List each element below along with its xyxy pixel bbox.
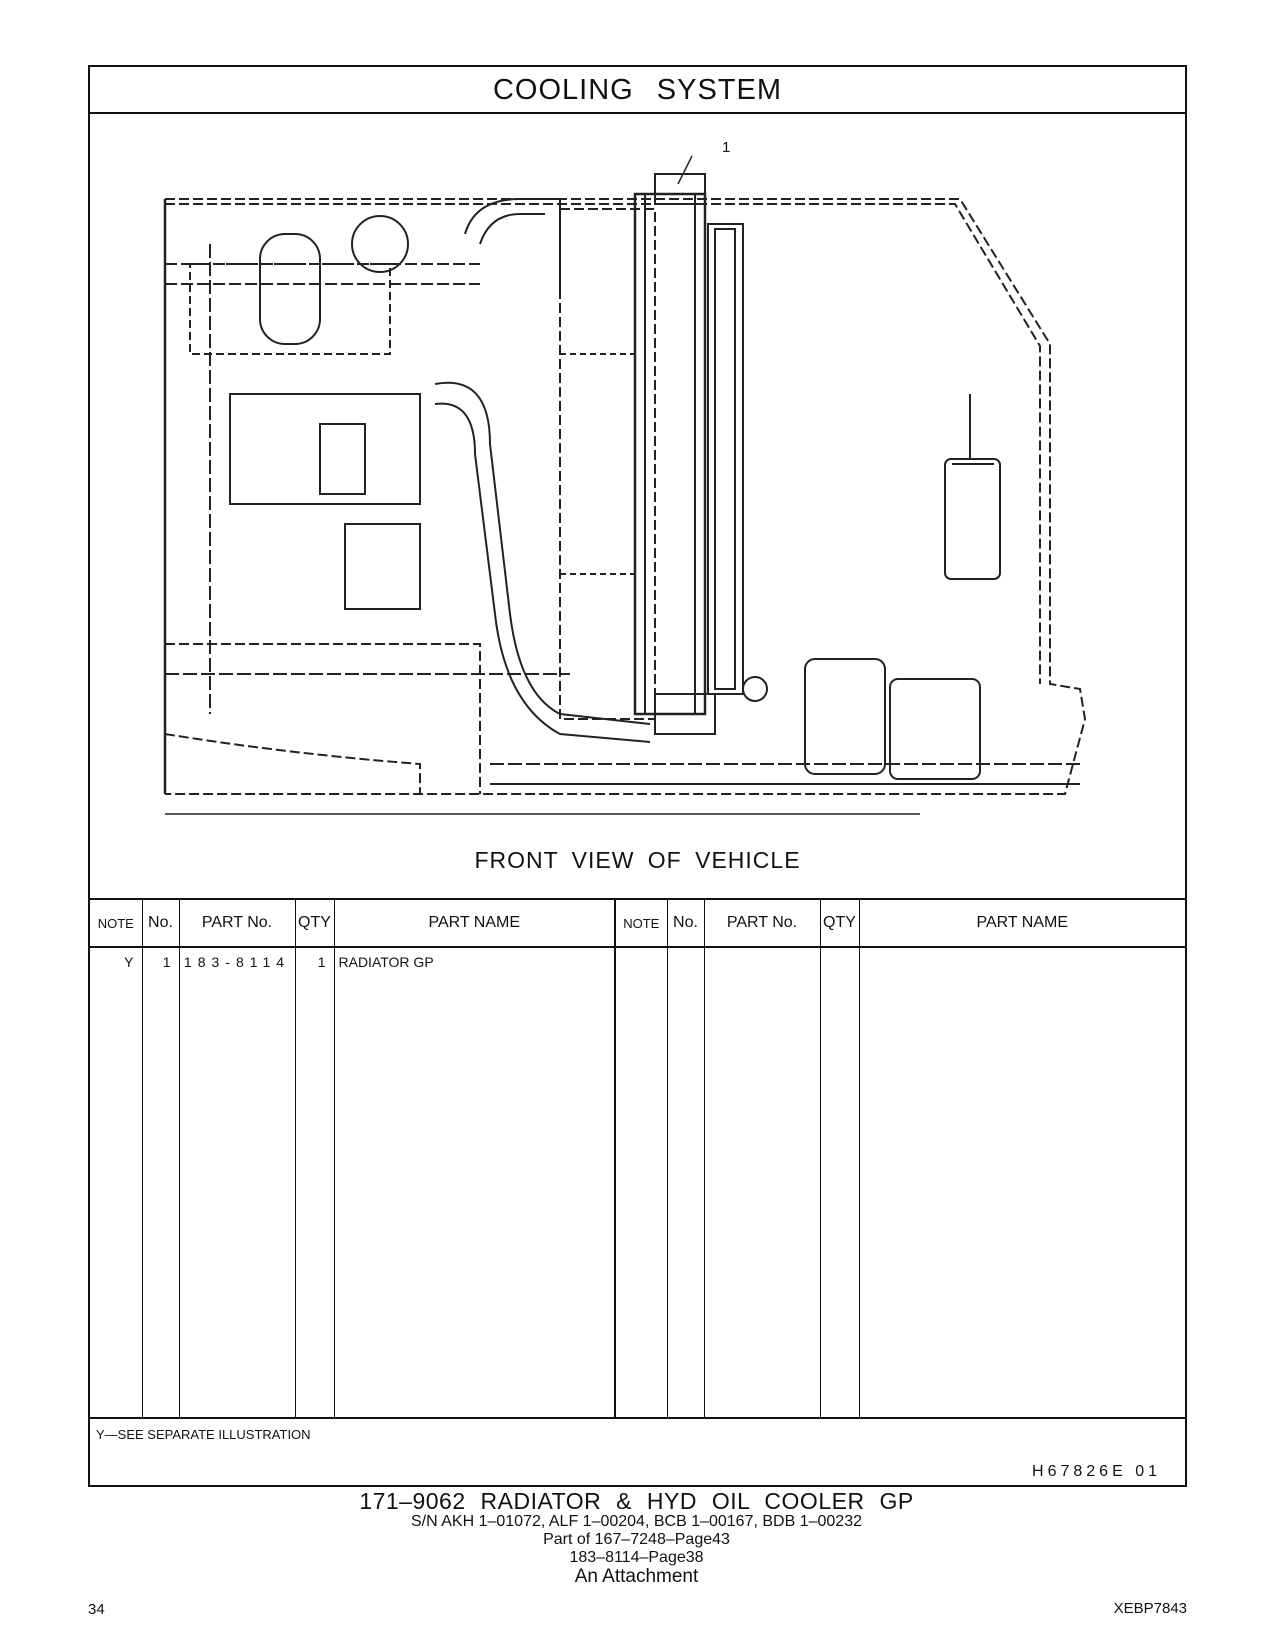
serial-numbers: S/N AKH 1–01072, ALF 1–00204, BCB 1–0016…: [411, 1513, 862, 1530]
illustration: 1 FRONT VIEW OF VEHICLE: [90, 114, 1185, 900]
document-title: 171–9062 RADIATOR & HYD OIL COOLER GP: [359, 1488, 914, 1514]
page-frame: COOLING SYSTEM: [88, 65, 1187, 1487]
view-caption: FRONT VIEW OF VEHICLE: [474, 847, 801, 873]
table-footer: Y—SEE SEPARATE ILLUSTRATION H67826E 01: [90, 1417, 1185, 1487]
page-reference: 183–8114–Page38: [569, 1549, 704, 1566]
cell-part-no: 183-8114: [178, 947, 295, 977]
part-of-reference: Part of 167–7248–Page43: [543, 1531, 730, 1548]
table-header-row: NOTE No. PART No. QTY PART NAME NOTE No.…: [90, 900, 1185, 948]
cell-empty: [294, 977, 334, 1417]
document-info: 171–9062 RADIATOR & HYD OIL COOLER GP S/…: [0, 1489, 1273, 1587]
col-header-no-2: No.: [666, 900, 704, 948]
cell-part-name: RADIATOR GP: [333, 947, 615, 977]
cell-empty: [858, 977, 1185, 1417]
cell-empty: [141, 977, 179, 1417]
cell-empty: [90, 977, 142, 1417]
attachment-note: An Attachment: [574, 1566, 699, 1587]
cell-empty: [333, 977, 615, 1417]
cell-empty: [703, 977, 820, 1417]
cell-empty: [819, 947, 859, 977]
cell-empty: [819, 977, 859, 1417]
page-number: 34: [88, 1601, 105, 1618]
parts-table: NOTE No. PART No. QTY PART NAME NOTE No.…: [90, 900, 1185, 1417]
footnote: Y—SEE SEPARATE ILLUSTRATION: [96, 1427, 311, 1442]
col-header-qty-2: QTY: [819, 900, 859, 948]
col-header-no: No.: [141, 900, 179, 948]
page-title: COOLING SYSTEM: [90, 67, 1185, 114]
table-filler-row: [90, 977, 1185, 1417]
cell-empty: [178, 977, 295, 1417]
col-header-part-name-2: PART NAME: [858, 900, 1185, 948]
col-header-qty: QTY: [294, 900, 334, 948]
cell-empty: [614, 947, 667, 977]
cell-empty: [666, 947, 704, 977]
col-header-note: NOTE: [90, 900, 142, 948]
cell-empty: [666, 977, 704, 1417]
callout-label: 1: [722, 139, 731, 156]
cell-empty: [858, 947, 1185, 977]
col-header-part-no-2: PART No.: [703, 900, 820, 948]
cell-no: 1: [141, 947, 179, 977]
col-header-part-name: PART NAME: [333, 900, 615, 948]
cell-note: Y: [124, 954, 134, 970]
cell-empty: [614, 977, 667, 1417]
cell-qty: 1: [294, 947, 334, 977]
col-header-note-2: NOTE: [614, 900, 667, 948]
document-id: XEBP7843: [1113, 1600, 1187, 1617]
table-row: Y 1 183-8114 1 RADIATOR GP: [90, 947, 1185, 977]
drawing-code: H67826E 01: [1032, 1463, 1161, 1480]
col-header-part-no: PART No.: [178, 900, 295, 948]
cell-empty: [703, 947, 820, 977]
cooling-system-drawing: [163, 155, 1087, 815]
